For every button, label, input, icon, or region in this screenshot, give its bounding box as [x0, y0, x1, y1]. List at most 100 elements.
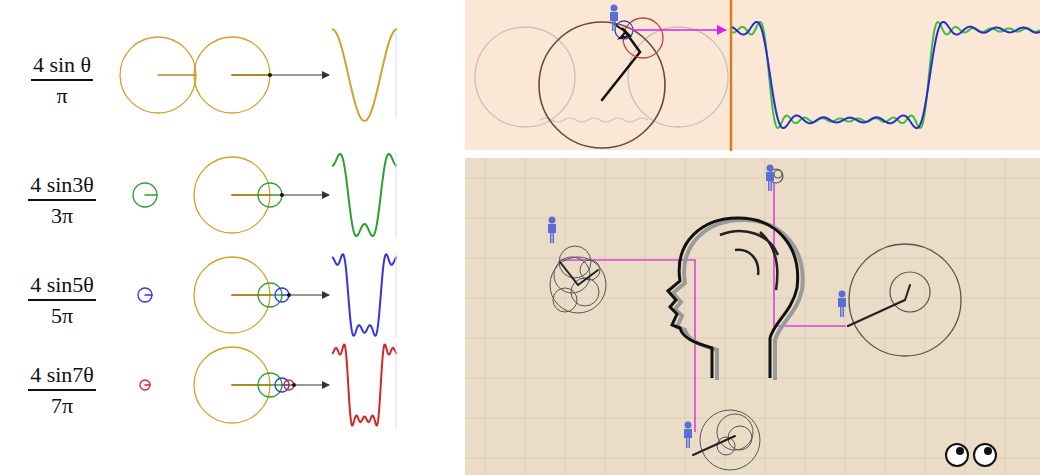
person-head	[839, 291, 846, 298]
grid-line	[465, 178, 1040, 179]
frame-line	[396, 343, 397, 427]
grid-line	[465, 378, 1040, 379]
person-body	[548, 224, 556, 243]
person-body	[766, 172, 774, 191]
tip-dot	[292, 383, 296, 387]
grid-line	[845, 158, 846, 475]
trace-arrow	[291, 295, 329, 296]
waveform	[332, 345, 397, 426]
person-icon	[684, 422, 692, 449]
grid-line	[485, 158, 486, 475]
epicycle-row	[140, 343, 397, 427]
radius-line	[232, 384, 270, 386]
grid-line	[885, 158, 886, 475]
fraction-bar	[28, 199, 96, 201]
grid-line	[765, 158, 766, 475]
epicycle-circle	[774, 170, 782, 178]
grid-line	[1005, 158, 1006, 475]
epicycle-circle	[628, 27, 728, 127]
panel-ground	[465, 0, 1040, 150]
epicycle-circle	[140, 380, 150, 390]
tip-dot	[280, 193, 284, 197]
person-icon	[548, 217, 556, 244]
grid-line	[465, 418, 1040, 419]
grid-line	[685, 158, 686, 475]
scribble	[614, 24, 630, 38]
formula: 4 sin3θ 3π	[28, 172, 96, 228]
epicycle-circle	[120, 37, 196, 113]
radius-line	[270, 294, 282, 296]
grid-line	[465, 338, 1040, 339]
grid-line	[465, 298, 1040, 299]
epicycle-circle	[258, 283, 282, 307]
grid-line	[565, 158, 566, 475]
radius-line	[145, 194, 157, 196]
epicycle-circle	[194, 37, 270, 113]
panel-ground	[465, 158, 1040, 475]
person-head	[685, 422, 692, 429]
epicycle-circle	[553, 288, 577, 312]
epicycle-circle	[138, 288, 152, 302]
grid-line	[465, 258, 1040, 259]
formula-numerator: 4 sin θ	[31, 52, 93, 77]
radius-line	[270, 384, 282, 386]
epicycle-circle	[559, 246, 591, 278]
pen-line	[730, 0, 733, 150]
formula-numerator: 4 sin7θ	[28, 362, 96, 387]
epicycle-circle	[615, 21, 633, 39]
radius-line	[232, 74, 270, 76]
tip-dot	[268, 73, 272, 77]
person-head	[767, 165, 774, 172]
fraction-bar	[31, 79, 93, 81]
trace-arrow	[632, 29, 726, 31]
pupil	[956, 447, 964, 455]
brain-curve	[720, 231, 778, 290]
trace-arrow	[296, 385, 329, 386]
ghost-wave	[540, 118, 648, 122]
radius-line	[560, 262, 578, 285]
formula-numerator: 4 sin3θ	[28, 172, 96, 197]
radius-line	[905, 285, 910, 300]
person-icon	[766, 165, 774, 192]
radius-line	[602, 52, 640, 100]
frame-line	[396, 153, 397, 237]
grid-line	[965, 158, 966, 475]
person-head	[611, 5, 618, 12]
epicycle-system	[766, 165, 783, 192]
radius-line	[145, 294, 152, 296]
radius-line	[693, 436, 735, 455]
epicycle-circle	[275, 288, 289, 302]
epicycle-circle	[258, 373, 282, 397]
trace-arrow	[284, 195, 329, 196]
waveform	[332, 254, 397, 335]
trace-arrow	[272, 75, 329, 76]
radius-line	[158, 74, 196, 76]
fraction-bar	[28, 299, 96, 301]
radius-line	[848, 300, 905, 326]
grid-line	[525, 158, 526, 475]
radius-line	[232, 194, 270, 196]
head-outline	[668, 218, 798, 378]
formula-denominator: 5π	[49, 303, 75, 328]
radius-line	[145, 384, 150, 386]
signal-line	[774, 182, 846, 326]
epicycle-system	[684, 410, 760, 470]
formula-denominator: 3π	[49, 203, 75, 228]
person-head	[549, 217, 556, 224]
head-shadow	[673, 220, 803, 380]
grid-line	[725, 158, 726, 475]
bottom-panel	[465, 158, 1040, 475]
waveform	[332, 154, 397, 236]
pupil	[984, 447, 992, 455]
frame-line	[396, 33, 397, 117]
person-body	[684, 429, 692, 448]
eyes-icon	[946, 444, 996, 466]
person-body	[838, 298, 846, 317]
epicycle-rows	[120, 29, 397, 427]
epicycle-circle	[258, 183, 282, 207]
eye	[946, 444, 968, 466]
epicycle-circle	[133, 183, 157, 207]
epicycle-circle	[849, 244, 961, 356]
tip-dot	[287, 293, 291, 297]
